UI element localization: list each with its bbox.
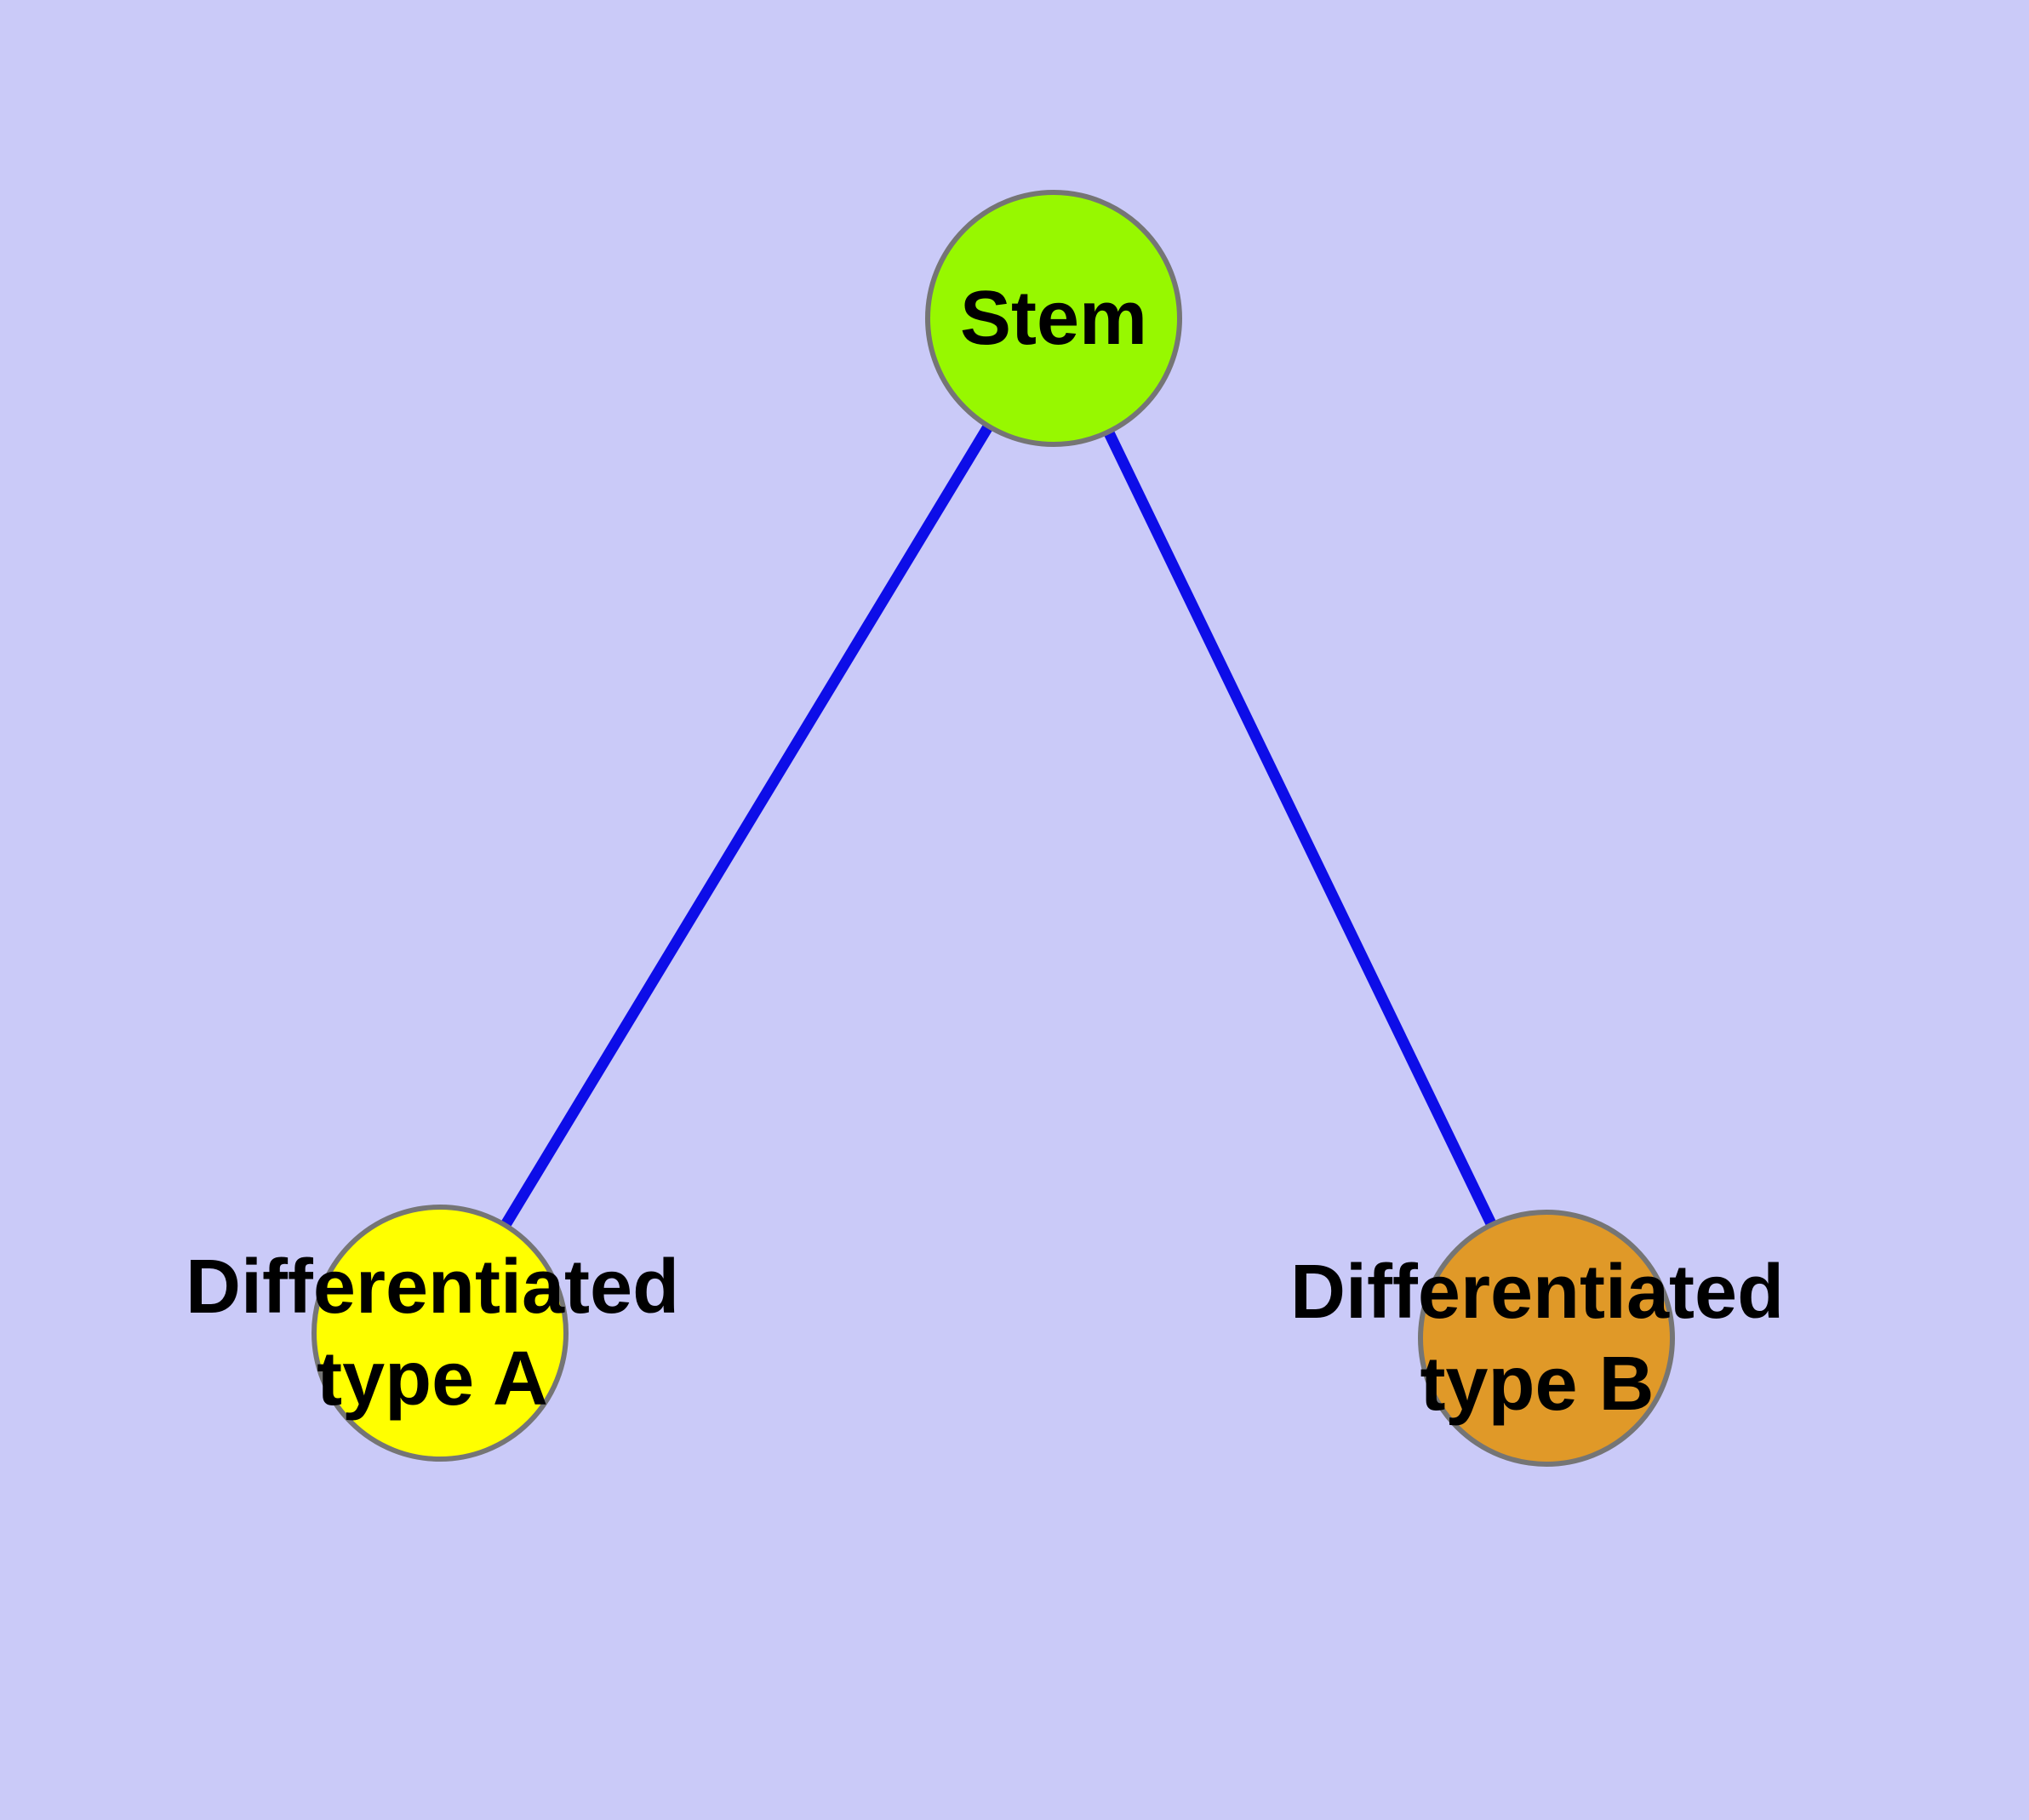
- node-stem-circle: [925, 190, 1182, 447]
- edge-stem-to-type-b: [1049, 316, 1552, 1341]
- node-differentiated-type-b-circle: [1418, 1210, 1675, 1467]
- edge-stem-to-type-a: [435, 315, 1059, 1336]
- node-differentiated-type-a-circle: [311, 1205, 569, 1462]
